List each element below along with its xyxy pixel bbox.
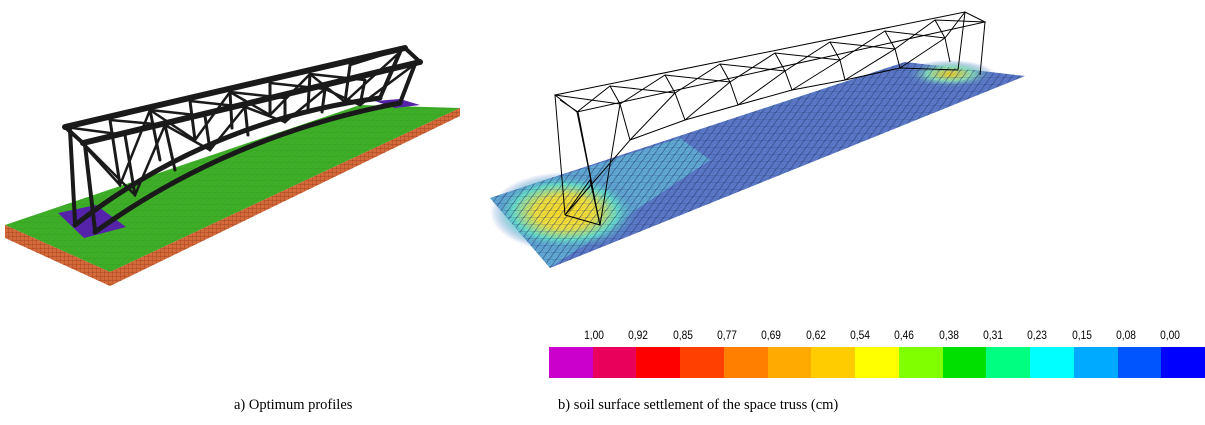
legend-label: 0,38 [939, 328, 959, 342]
legend-color-cell [855, 347, 899, 378]
legend-label: 0,00 [1160, 328, 1180, 342]
settlement-figure [490, 11, 1025, 268]
legend-color-cell [1073, 347, 1118, 378]
soil-surface [490, 60, 1025, 268]
legend-color-cell [811, 347, 856, 378]
caption-optimum-profiles: a) Optimum profiles [234, 397, 353, 413]
legend-color-cell [986, 347, 1031, 378]
caption-settlement: b) soil surface settlement of the space … [558, 397, 839, 413]
optimum-profiles-figure [5, 45, 460, 286]
legend-color-cell [723, 347, 768, 378]
legend-label: 0,77 [717, 328, 737, 342]
legend-label: 0,31 [983, 328, 1003, 342]
legend-color-cell [898, 347, 943, 378]
legend-label: 0,23 [1027, 328, 1047, 342]
legend-color-cell [636, 347, 681, 378]
legend-label: 0,62 [806, 328, 826, 342]
legend-label: 0,46 [894, 328, 914, 342]
legend-color-cell [549, 347, 593, 378]
legend-label: 0,54 [850, 328, 870, 342]
legend-color-cell [767, 347, 812, 378]
legend-color-cell [1030, 347, 1074, 378]
legend-label: 0,85 [673, 328, 693, 342]
foundation-slab [5, 105, 460, 286]
legend-color-scale [549, 347, 1205, 378]
legend-label: 0,92 [628, 328, 648, 342]
legend-label: 0,69 [761, 328, 781, 342]
legend-label: 1,00 [584, 328, 604, 342]
legend-label: 0,15 [1072, 328, 1092, 342]
legend-color-cell [1117, 347, 1162, 378]
legend-labels: 1,00 0,92 0,85 0,77 0,69 0,62 0,54 0,46 … [549, 326, 1205, 346]
truss-structure [62, 45, 423, 235]
legend-color-cell [592, 347, 637, 378]
legend-color-cell [1161, 347, 1205, 378]
legend-color-cell [942, 347, 987, 378]
truss-wireframe [553, 11, 987, 226]
legend-label: 0,08 [1116, 328, 1136, 342]
legend-color-cell [680, 347, 724, 378]
settlement-legend: 1,00 0,92 0,85 0,77 0,69 0,62 0,54 0,46 … [549, 326, 1205, 378]
